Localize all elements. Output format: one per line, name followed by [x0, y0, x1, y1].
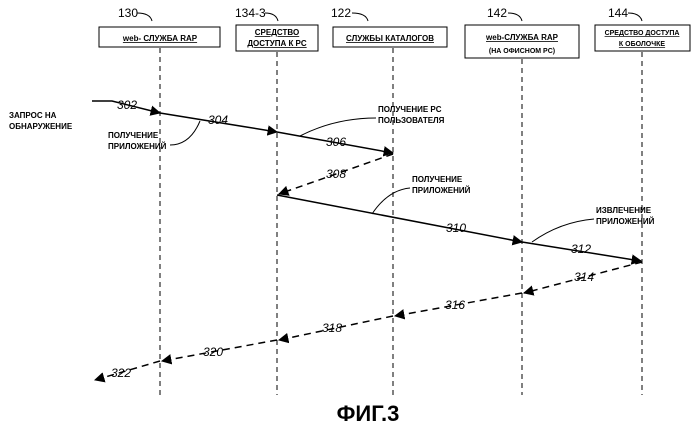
participant-subtitle: (НА ОФИСНОМ PC)	[489, 48, 555, 55]
message-308: 308	[279, 154, 393, 194]
participant-title: СЛУЖБЫ КАТАЛОГОВ	[346, 34, 434, 43]
note-text: ЗАПРОС НА	[9, 111, 57, 120]
note-leader	[170, 121, 200, 145]
message-label: 316	[445, 298, 465, 312]
note-request-discovery: ЗАПРОС НА ОБНАРУЖЕНИЕ	[9, 111, 73, 131]
note-extract-apps: ИЗВЛЕЧЕНИЕ ПРИЛОЖЕНИЙ	[532, 206, 655, 242]
message-label: 308	[326, 167, 346, 181]
message-arrow	[277, 195, 522, 242]
message-310: 310	[277, 195, 522, 242]
message-label: 312	[571, 242, 591, 256]
message-320: 320	[162, 340, 277, 361]
note-text: ПРИЛОЖЕНИЙ	[412, 186, 471, 195]
participant-ref: 122	[331, 6, 351, 20]
message-label: 320	[203, 345, 223, 359]
participant-subtitle: ДОСТУПА К PC	[247, 39, 307, 48]
ref-leader	[508, 13, 522, 21]
participant-subtitle: К ОБОЛОЧКЕ	[619, 41, 666, 48]
participant-catalog-services: 122 СЛУЖБЫ КАТАЛОГОВ	[331, 6, 447, 395]
participant-title: web-СЛУЖБА RAP	[485, 33, 559, 42]
participant-title: web- СЛУЖБА RAP	[122, 34, 198, 43]
ref-leader	[137, 13, 152, 21]
note-text: ИЗВЛЕЧЕНИЕ	[596, 206, 652, 215]
message-322: 322	[95, 361, 160, 380]
participant-ref: 144	[608, 6, 628, 20]
message-label: 304	[208, 113, 228, 127]
message-312: 312	[522, 242, 641, 261]
message-label: 318	[322, 321, 342, 335]
participant-web-rap-service: 130 web- СЛУЖБА RAP	[99, 6, 220, 395]
participant-shell-access-tool: 144 СРЕДСТВО ДОСТУПА К ОБОЛОЧКЕ	[595, 6, 690, 395]
note-leader	[372, 188, 410, 214]
note-text: ПРИЛОЖЕНИЙ	[108, 142, 167, 151]
message-label: 322	[111, 366, 131, 380]
note-leader	[300, 118, 376, 136]
message-302: 302	[92, 98, 160, 113]
note-get-user-pc: ПОЛУЧЕНИЕ PC ПОЛЬЗОВАТЕЛЯ	[300, 105, 445, 136]
participant-title: СРЕДСТВО ДОСТУПА	[605, 30, 680, 37]
message-304: 304	[160, 113, 277, 132]
note-leader	[532, 219, 594, 242]
participant-web-rap-office-pc: 142 web-СЛУЖБА RAP (НА ОФИСНОМ PC)	[465, 6, 579, 395]
message-label: 306	[326, 135, 346, 149]
message-314: 314	[524, 262, 642, 293]
note-get-apps-2: ПОЛУЧЕНИЕ ПРИЛОЖЕНИЙ	[372, 175, 471, 214]
note-text: ПОЛУЧЕНИЕ	[108, 131, 159, 140]
message-label: 310	[446, 221, 466, 235]
note-text: ПОЛУЧЕНИЕ PC	[378, 105, 442, 114]
ref-leader	[265, 13, 278, 21]
message-label: 314	[574, 270, 594, 284]
note-text: ПРИЛОЖЕНИЙ	[596, 217, 655, 226]
note-get-apps-1: ПОЛУЧЕНИЕ ПРИЛОЖЕНИЙ	[108, 121, 200, 151]
participant-title: СРЕДСТВО	[255, 28, 299, 37]
ref-leader	[628, 13, 642, 21]
note-text: ПОЛЬЗОВАТЕЛЯ	[378, 116, 445, 125]
message-306: 306	[277, 132, 393, 153]
message-316: 316	[395, 293, 522, 316]
figure-caption: ФИГ.3	[337, 401, 400, 426]
note-text: ПОЛУЧЕНИЕ	[412, 175, 463, 184]
message-label: 302	[117, 98, 137, 112]
message-318: 318	[279, 316, 393, 340]
ref-leader	[352, 13, 368, 21]
participant-ref: 142	[487, 6, 507, 20]
participant-ref: 134-3	[235, 6, 266, 20]
note-text: ОБНАРУЖЕНИЕ	[9, 122, 73, 131]
participant-ref: 130	[118, 6, 138, 20]
